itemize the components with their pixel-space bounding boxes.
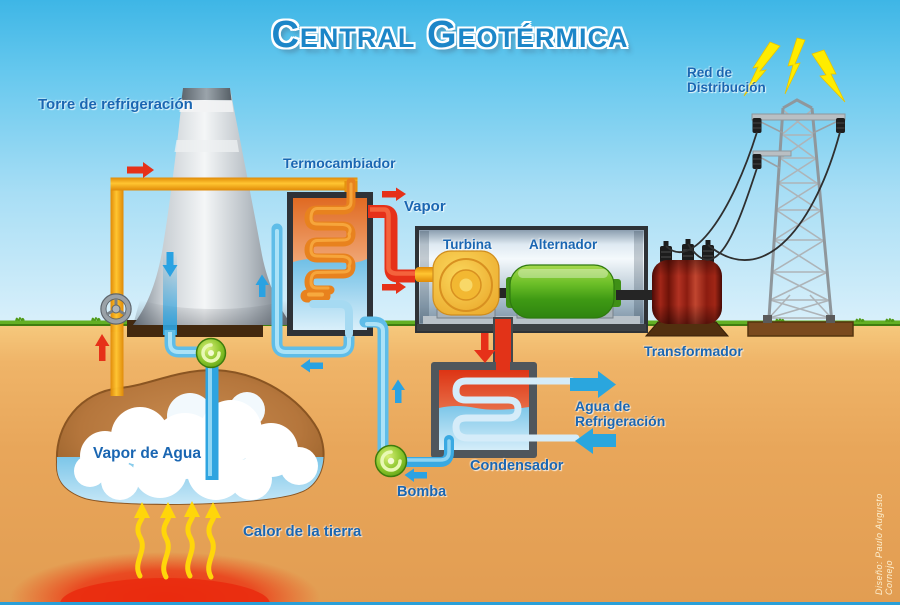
- label-cooling-water-line2: Refrigeración: [575, 413, 666, 429]
- earth-heat-arrows: [134, 501, 221, 580]
- credit-text: Diseño: Paulo Augusto Cornejo: [874, 493, 894, 595]
- steam-cavern: [55, 368, 325, 505]
- water-flow-arrows: [162, 252, 427, 482]
- power-lines: [665, 131, 841, 261]
- insulators: [752, 118, 845, 169]
- injection-pump: [195, 337, 227, 369]
- shaft-to-transformer: [616, 290, 656, 300]
- label-cooling-water-line1: Agua de: [575, 398, 631, 414]
- label-steam-reservoir: Vapor de Agua: [93, 445, 201, 462]
- return-water-pipe: [271, 223, 355, 358]
- label-turbine: Turbina: [443, 237, 492, 252]
- condensate-pump: [374, 444, 408, 478]
- label-distribution-grid: Red de Distribución: [687, 65, 766, 95]
- shaft: [494, 288, 516, 298]
- steam-clouds: [74, 392, 318, 500]
- label-alternator: Alternador: [529, 237, 598, 252]
- exchanger-outlet-pipe: [309, 300, 353, 338]
- condensate-riser-pipe: [359, 316, 389, 458]
- label-heat-exchanger: Termocambiador: [283, 155, 396, 171]
- label-distribution-line2: Distribución: [687, 80, 766, 95]
- hot-flow-arrows: [95, 162, 496, 363]
- transformer: [644, 239, 730, 337]
- label-earth-heat: Calor de la tierra: [243, 523, 362, 540]
- valve-wheel-icon: [100, 293, 132, 325]
- lightning-bolts-icon: [743, 37, 846, 103]
- label-steam: Vapor: [404, 198, 446, 215]
- heat-exchanger: [287, 177, 373, 338]
- condenser-coil: [452, 377, 580, 442]
- alternator-machine: [506, 264, 621, 319]
- cooling-water-arrows: [570, 371, 616, 454]
- label-distribution-line1: Red de: [687, 65, 733, 80]
- label-cooling-tower: Torre de refrigeración: [38, 96, 193, 113]
- cooling-tower: [133, 88, 292, 325]
- injection-pipe: [205, 360, 219, 480]
- diagram-title: Central Geotérmica: [271, 14, 629, 56]
- bottom-border: [0, 602, 900, 605]
- turbine-housing: [415, 226, 656, 333]
- tower-down-pipe: [163, 253, 198, 358]
- turbine-machine: [415, 250, 500, 316]
- label-transformer: Transformador: [644, 343, 743, 359]
- condensate-pipe: [399, 435, 454, 467]
- label-cooling-water: Agua de Refrigeración: [575, 399, 665, 429]
- transmission-pylon: [747, 98, 854, 337]
- pylon-base: [747, 321, 854, 337]
- flow-arrows: [95, 162, 616, 482]
- steam-pipe: [368, 205, 428, 283]
- condenser: [431, 360, 580, 458]
- label-pump: Bomba: [397, 484, 447, 500]
- label-condenser: Condensador: [470, 458, 564, 474]
